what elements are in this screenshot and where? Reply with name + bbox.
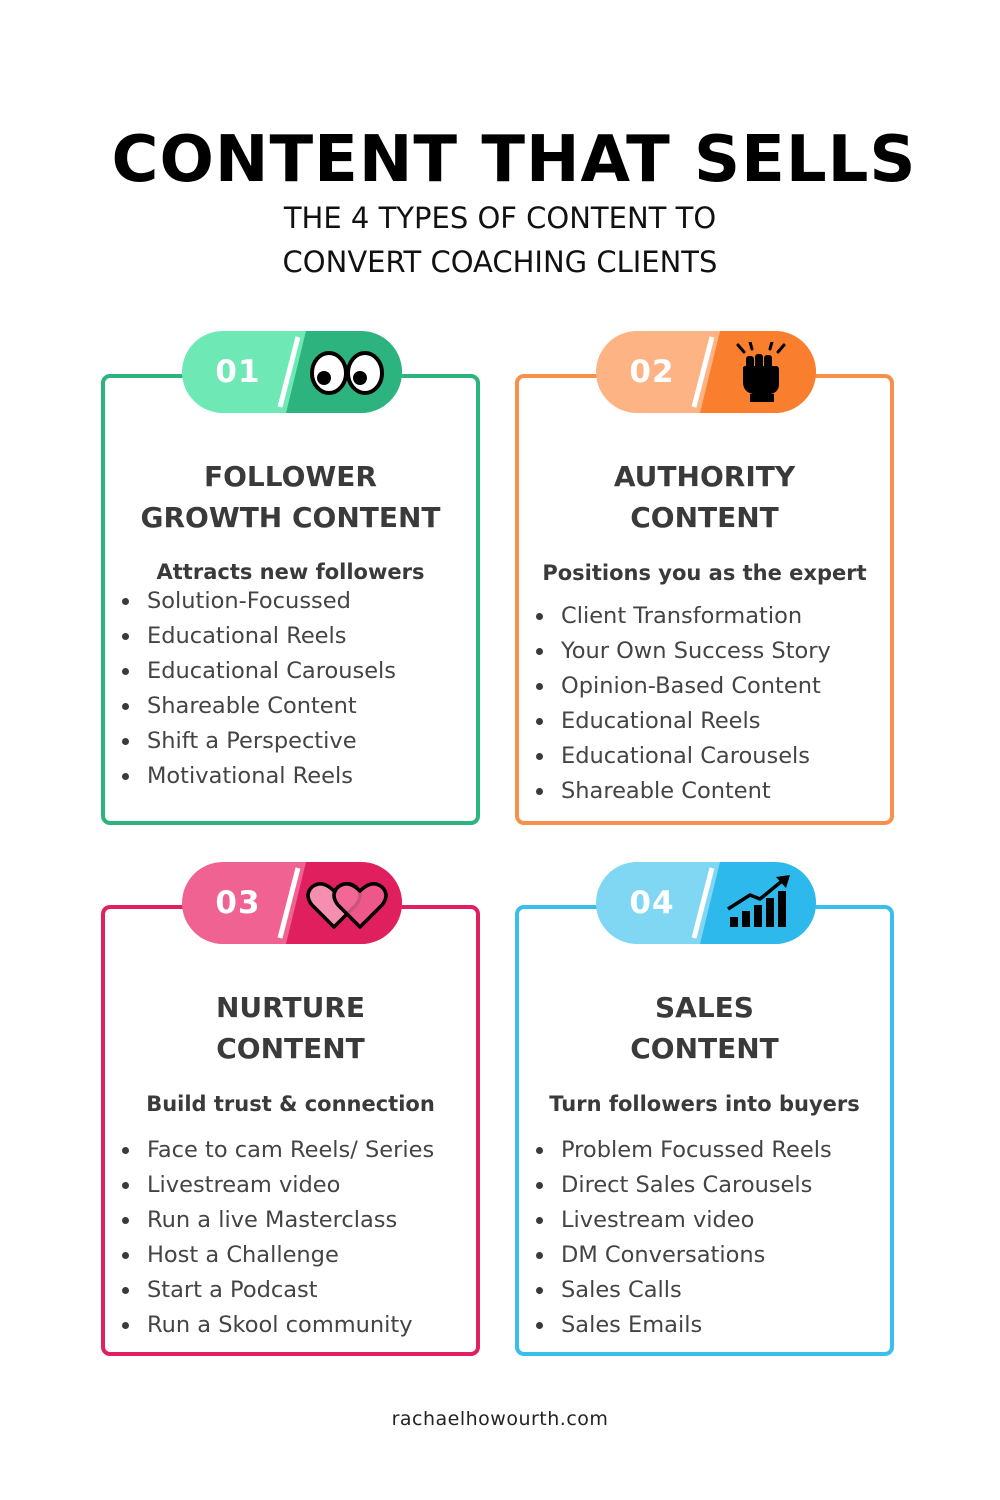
card-title-line-2: CONTENT [216, 1032, 365, 1065]
list-item: Run a live Masterclass [117, 1203, 434, 1238]
list-item: Face to cam Reels/ Series [117, 1133, 434, 1168]
two-hearts-icon [306, 882, 388, 929]
list-item: Run a Skool community [117, 1308, 434, 1343]
badge-number: 03 [215, 885, 261, 921]
badge-number: 01 [215, 354, 261, 390]
badge-divider [691, 336, 715, 408]
raised-fist-icon [736, 342, 786, 402]
badge-divider [277, 867, 301, 939]
card-subtitle: Turn followers into buyers [549, 1092, 860, 1116]
card-title-line-1: FOLLOWER [204, 460, 377, 493]
list-item: Educational Carousels [117, 654, 396, 689]
card-title-line-2: GROWTH CONTENT [140, 501, 441, 534]
list-item: Solution-Focussed [117, 584, 396, 619]
list-item: Educational Carousels [531, 739, 831, 774]
list-item: DM Conversations [531, 1238, 832, 1273]
card-number-badge-02: 02 [596, 331, 816, 413]
growth-chart-icon [727, 875, 790, 927]
list-item: Direct Sales Carousels [531, 1168, 832, 1203]
card-nurture: NURTURE CONTENT Build trust & connection… [101, 905, 480, 1356]
list-item: Educational Reels [117, 619, 396, 654]
website-link: rachaelhowourth.com [391, 1408, 609, 1430]
card-title: NURTURE CONTENT [105, 987, 476, 1069]
list-item: Host a Challenge [117, 1238, 434, 1273]
list-item: Sales Emails [531, 1308, 832, 1343]
card-subtitle: Build trust & connection [146, 1092, 435, 1116]
card-title-line-1: NURTURE [216, 991, 365, 1024]
card-title-line-1: AUTHORITY [613, 460, 796, 493]
list-item: Shareable Content [117, 689, 396, 724]
card-number-badge-01: 01 [182, 331, 402, 413]
eyes-icon [310, 351, 384, 395]
list-item: Shift a Perspective [117, 724, 396, 759]
list-item: Motivational Reels [117, 759, 396, 794]
card-title-line-1: SALES [655, 991, 754, 1024]
page-subtitle: THE 4 TYPES OF CONTENT TO CONVERT COACHI… [0, 196, 1000, 284]
card-sales: SALES CONTENT Turn followers into buyers… [515, 905, 894, 1356]
card-authority: AUTHORITY CONTENT Positions you as the e… [515, 374, 894, 825]
card-title-line-2: CONTENT [630, 1032, 779, 1065]
badge-number: 04 [629, 885, 675, 921]
badge-number: 02 [629, 354, 675, 390]
card-list: Client Transformation Your Own Success S… [531, 599, 831, 809]
list-item: Start a Podcast [117, 1273, 434, 1308]
list-item: Problem Focussed Reels [531, 1133, 832, 1168]
list-item: Your Own Success Story [531, 634, 831, 669]
card-number-badge-03: 03 [182, 862, 402, 944]
list-item: Sales Calls [531, 1273, 832, 1308]
card-list: Face to cam Reels/ Series Livestream vid… [117, 1133, 434, 1343]
badge-divider [691, 867, 715, 939]
subtitle-line-2: CONVERT COACHING CLIENTS [282, 245, 718, 279]
page-title: CONTENT THAT SELLS [111, 123, 917, 197]
list-item: Client Transformation [531, 599, 831, 634]
list-item: Livestream video [531, 1203, 832, 1238]
card-subtitle: Attracts new followers [156, 560, 425, 584]
card-list: Solution-Focussed Educational Reels Educ… [117, 584, 396, 794]
list-item: Livestream video [117, 1168, 434, 1203]
list-item: Opinion-Based Content [531, 669, 831, 704]
card-list: Problem Focussed Reels Direct Sales Caro… [531, 1133, 832, 1343]
card-follower-growth: FOLLOWER GROWTH CONTENT Attracts new fol… [101, 374, 480, 825]
card-title: AUTHORITY CONTENT [519, 456, 890, 538]
list-item: Shareable Content [531, 774, 831, 809]
subtitle-line-1: THE 4 TYPES OF CONTENT TO [283, 201, 717, 235]
badge-divider [277, 336, 301, 408]
card-subtitle: Positions you as the expert [542, 561, 867, 585]
card-number-badge-04: 04 [596, 862, 816, 944]
card-title: FOLLOWER GROWTH CONTENT [105, 456, 476, 538]
list-item: Educational Reels [531, 704, 831, 739]
card-title-line-2: CONTENT [630, 501, 779, 534]
card-title: SALES CONTENT [519, 987, 890, 1069]
